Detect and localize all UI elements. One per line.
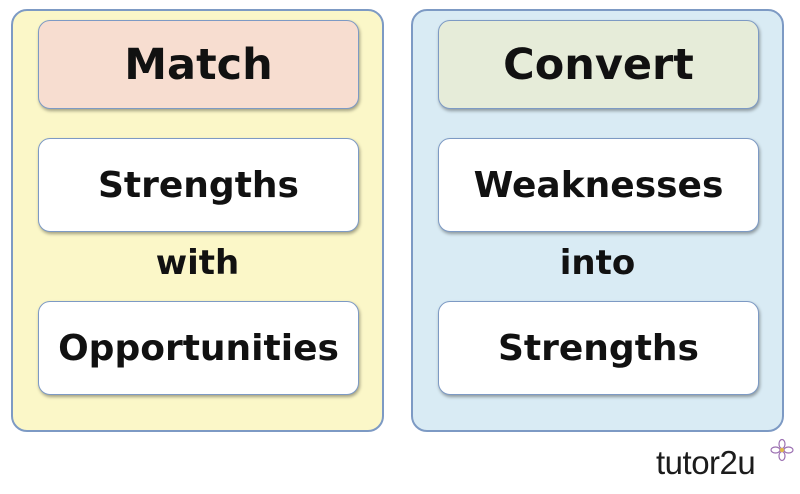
opportunities-box: Opportunities [38, 301, 359, 395]
with-connector: with [155, 243, 240, 283]
weaknesses-box: Weaknesses [438, 138, 759, 232]
logo-text: tutor2u [656, 444, 756, 481]
match-panel: Match Strengths with Opportunities [11, 9, 384, 432]
strengths-box: Strengths [38, 138, 359, 232]
into-connector: into [559, 243, 636, 283]
tutor2u-logo: tutor2u [656, 438, 794, 481]
strengths-result-box: Strengths [438, 301, 759, 395]
match-header: Match [38, 20, 359, 109]
flower-icon [770, 438, 794, 462]
convert-header: Convert [438, 20, 759, 109]
convert-panel: Convert Weaknesses into Strengths [411, 9, 784, 432]
